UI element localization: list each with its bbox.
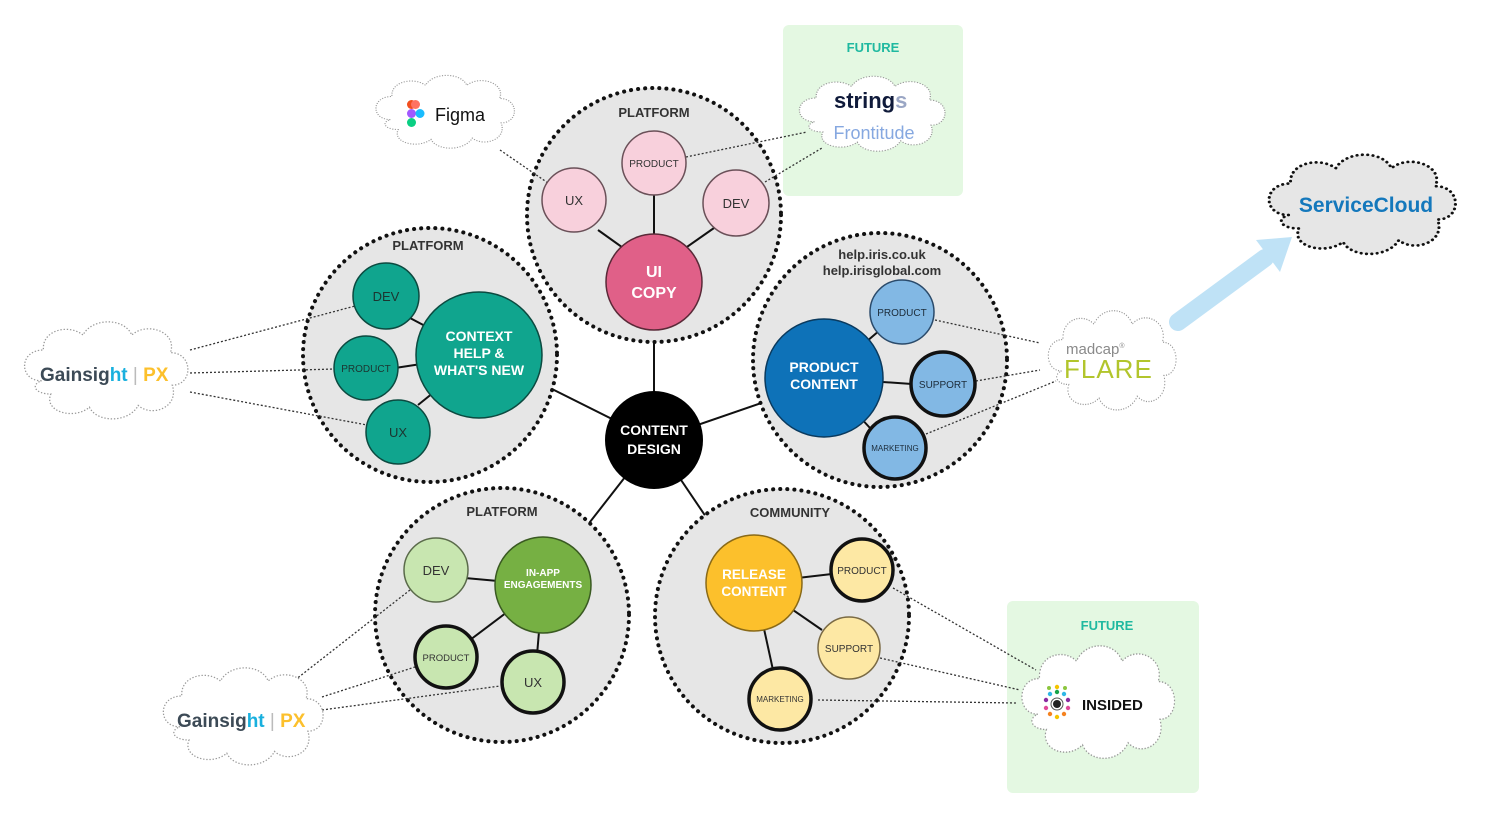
cluster-title-line2: help.irisglobal.com bbox=[823, 263, 941, 278]
node-dev[interactable] bbox=[403, 537, 469, 603]
node-product[interactable] bbox=[621, 130, 687, 196]
node-support-label: SUPPORT bbox=[919, 380, 967, 391]
center-label-2: DESIGN bbox=[627, 441, 681, 457]
tool-connectors bbox=[189, 131, 1057, 711]
frontitude-label: Frontitude bbox=[833, 123, 914, 143]
node-ux[interactable] bbox=[365, 399, 431, 465]
node-product[interactable] bbox=[869, 279, 935, 345]
insided-label: INSIDED bbox=[1082, 697, 1143, 714]
center-circle[interactable] bbox=[605, 391, 703, 489]
node-product-label: PRODUCT bbox=[341, 364, 390, 375]
figma-label: Figma bbox=[435, 105, 486, 125]
main-node-product-content[interactable] bbox=[764, 318, 884, 438]
cluster-in-app: PLATFORM DEV PRODUCT UX IN-APP ENGAGEMEN… bbox=[403, 504, 592, 715]
node-support[interactable] bbox=[817, 616, 881, 680]
main-node-release[interactable] bbox=[705, 534, 803, 632]
madcap-label: madcap® bbox=[1066, 341, 1125, 358]
node-product-label: PRODUCT bbox=[423, 653, 470, 664]
main-node-label-2: COPY bbox=[631, 285, 677, 302]
node-ux-label: UX bbox=[524, 675, 542, 690]
cluster-product-content: help.iris.co.uk help.irisglobal.com PROD… bbox=[764, 247, 977, 481]
cluster-title-line1: help.iris.co.uk bbox=[838, 247, 926, 262]
cluster-context-help: PLATFORM DEV PRODUCT UX CONTEXT HELP & W… bbox=[333, 238, 543, 465]
future-label-bottom: FUTURE bbox=[1081, 618, 1134, 633]
main-node-label-1: CONTEXT bbox=[446, 328, 513, 344]
cluster-ui-copy: PLATFORM UX PRODUCT DEV UI COPY bbox=[541, 105, 770, 331]
main-node-ui-copy[interactable] bbox=[605, 233, 703, 331]
gainsight-label-top: Gainsight | PX bbox=[40, 365, 169, 386]
cluster-title: COMMUNITY bbox=[750, 505, 830, 520]
cluster-title: PLATFORM bbox=[466, 504, 537, 519]
node-dev[interactable] bbox=[702, 169, 770, 237]
node-marketing-label: MARKETING bbox=[871, 444, 919, 453]
node-marketing[interactable] bbox=[747, 666, 813, 732]
main-node-label-1: UI bbox=[646, 264, 662, 281]
main-node-label-2: CONTENT bbox=[790, 376, 858, 392]
figma-icon bbox=[407, 100, 425, 127]
node-product-label: PRODUCT bbox=[837, 566, 886, 577]
future-label-top: FUTURE bbox=[847, 40, 900, 55]
main-node-label-1: IN-APP bbox=[526, 568, 560, 579]
node-dev-label: DEV bbox=[723, 196, 750, 211]
gainsight-label-bottom: Gainsight | PX bbox=[177, 711, 306, 732]
node-product-label: PRODUCT bbox=[877, 308, 926, 319]
main-node-in-app[interactable] bbox=[494, 536, 592, 634]
node-product[interactable] bbox=[333, 335, 399, 401]
main-node-label-3: WHAT'S NEW bbox=[434, 362, 525, 378]
cluster-title: PLATFORM bbox=[618, 105, 689, 120]
flare-label: FLARE bbox=[1064, 354, 1153, 384]
servicecloud-label: ServiceCloud bbox=[1299, 194, 1433, 217]
node-dev-label: DEV bbox=[373, 289, 400, 304]
main-node-label-2: HELP & bbox=[453, 345, 504, 361]
node-product[interactable] bbox=[829, 537, 895, 603]
node-ux-label: UX bbox=[565, 193, 583, 208]
main-node-context-help[interactable] bbox=[415, 291, 543, 419]
main-node-label-2: CONTENT bbox=[721, 584, 787, 599]
node-ux[interactable] bbox=[541, 167, 607, 233]
main-node-label-2: ENGAGEMENTS bbox=[504, 580, 583, 591]
main-node-label-1: PRODUCT bbox=[789, 359, 859, 375]
node-ux[interactable] bbox=[500, 649, 566, 715]
node-support[interactable] bbox=[909, 350, 977, 418]
center-node[interactable]: CONTENT DESIGN bbox=[605, 391, 703, 489]
main-node-label-1: RELEASE bbox=[722, 567, 786, 582]
node-product-label: PRODUCT bbox=[629, 159, 678, 170]
strings-label: strings bbox=[834, 88, 907, 113]
cluster-title: PLATFORM bbox=[392, 238, 463, 253]
node-support-label: SUPPORT bbox=[825, 644, 873, 655]
node-marketing-label: MARKETING bbox=[756, 695, 804, 704]
insided-icon bbox=[1043, 684, 1071, 720]
node-marketing[interactable] bbox=[862, 415, 928, 481]
cluster-release: COMMUNITY PRODUCT SUPPORT MARKETING RELE… bbox=[705, 505, 895, 732]
center-label-1: CONTENT bbox=[620, 422, 688, 438]
node-dev[interactable] bbox=[352, 262, 420, 330]
node-dev-label: DEV bbox=[423, 563, 450, 578]
export-arrow bbox=[1169, 237, 1292, 331]
node-product[interactable] bbox=[413, 624, 479, 690]
node-ux-label: UX bbox=[389, 425, 407, 440]
